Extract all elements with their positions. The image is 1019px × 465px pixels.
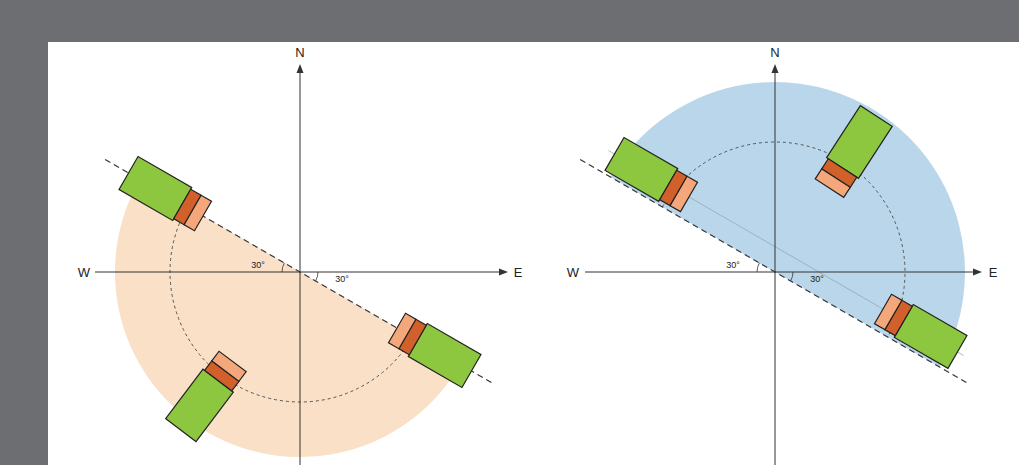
angle-arc: [282, 263, 284, 272]
angle-label: 30°: [726, 261, 740, 270]
angle-label: 30°: [251, 261, 265, 270]
tractor-front: [184, 195, 211, 230]
tractor-front: [212, 351, 246, 381]
tractor-front: [874, 294, 901, 329]
compass-label: W: [78, 266, 90, 279]
tractor-front: [388, 313, 415, 348]
angle-label: 30°: [810, 275, 824, 284]
compass-label: N: [295, 46, 304, 59]
ns-axis: [775, 72, 776, 465]
turning-path: [662, 142, 905, 337]
ns-axis: [300, 72, 301, 465]
tractor-front: [670, 176, 697, 211]
ew-axis: [585, 272, 976, 273]
turning-area: [115, 180, 460, 457]
axis-arrowhead: [772, 64, 779, 73]
page-ground: [48, 42, 1019, 465]
tractor: [605, 137, 698, 213]
tractor: [166, 350, 248, 442]
tractor: [873, 292, 966, 368]
tractor: [119, 157, 212, 233]
tractor-front: [815, 169, 850, 198]
angle-arc: [791, 272, 793, 281]
angle-arc: [316, 272, 318, 281]
panel: [95, 64, 508, 465]
tractor: [387, 312, 480, 388]
ew-axis: [95, 272, 502, 273]
compass-label: N: [770, 46, 779, 59]
axis-arrowhead: [297, 64, 304, 73]
compass-label: E: [514, 266, 523, 279]
axis-arrowhead: [973, 269, 982, 276]
panel: [580, 64, 982, 465]
tractor: [814, 106, 893, 199]
angle-label: 30°: [335, 275, 349, 284]
angle-arc: [757, 263, 759, 272]
axis-arrowhead: [499, 269, 508, 276]
compass-label: E: [989, 266, 998, 279]
compass-label: W: [567, 266, 579, 279]
